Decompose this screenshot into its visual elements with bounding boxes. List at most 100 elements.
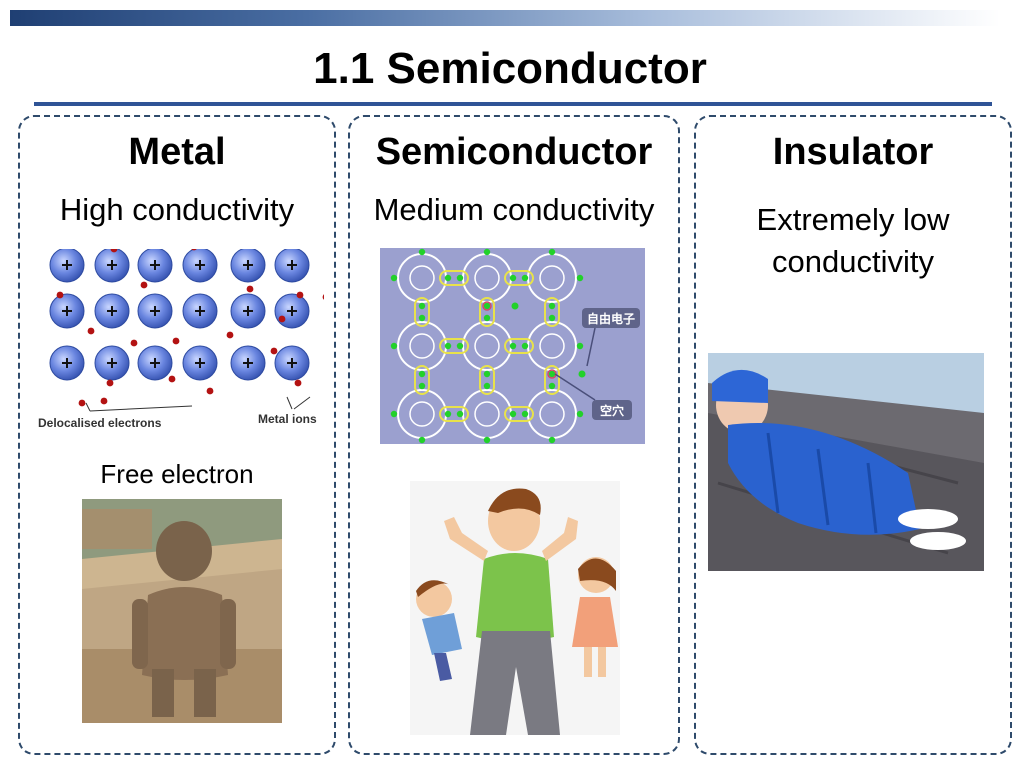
delocalised-electron-dots: [56, 249, 324, 407]
metal-panel: Metal High conductivity Delocalised elec…: [18, 115, 336, 755]
header-gradient-bar: [10, 10, 1000, 26]
hole-tag: [592, 400, 632, 420]
electrons-leader-line: [89, 405, 193, 412]
electron-dot: [100, 397, 108, 405]
insulator-title: Insulator: [772, 131, 934, 173]
covalent-bond-v: [414, 297, 430, 327]
covalent-bond-h: [439, 270, 469, 286]
insulator-description-line-1: Extremely low: [756, 202, 950, 237]
bond-electron: [509, 410, 517, 418]
silicon-atom-core: [474, 333, 500, 359]
swaddled-baby-photo: [708, 353, 984, 571]
bond-electron: [418, 370, 426, 378]
silicon-atom-core: [474, 401, 500, 427]
electron-dot: [168, 375, 176, 383]
bond-electron: [521, 342, 529, 350]
electron-dot: [270, 347, 278, 355]
electron-dot: [140, 281, 148, 289]
insulator-description-line-2: conductivity: [772, 244, 934, 279]
electron-dot: [106, 379, 114, 387]
metal-ion-grid: [49, 249, 310, 381]
edge-electron: [576, 274, 584, 282]
title-underline: [34, 102, 992, 106]
edge-electron: [390, 410, 398, 418]
bond-electron: [483, 382, 491, 390]
electron-dot: [172, 337, 180, 345]
metal-description: High conductivity: [59, 192, 295, 227]
silicon-atom-core: [474, 265, 500, 291]
covalent-bond-h: [439, 338, 469, 354]
covalent-bond-v: [479, 297, 495, 327]
edge-electron: [548, 248, 556, 256]
electron-dot: [56, 291, 64, 299]
silicon-atom-core: [539, 265, 565, 291]
covalent-bond-h: [439, 406, 469, 422]
electron-dot: [206, 387, 214, 395]
edge-electron: [576, 342, 584, 350]
bond-electron: [483, 302, 491, 310]
edge-electron: [418, 248, 426, 256]
electron-dot: [294, 379, 302, 387]
silicon-lattice-diagram: 自由电子 空穴: [380, 248, 645, 444]
bond-electron: [418, 314, 426, 322]
edge-electron: [483, 248, 491, 256]
bond-electron: [548, 314, 556, 322]
electron-dot: [191, 249, 197, 251]
electron-dot: [87, 327, 95, 335]
electron-dot: [296, 291, 304, 299]
edge-electron: [483, 436, 491, 444]
electron-dot: [110, 249, 118, 253]
electron-dot: [130, 339, 138, 347]
ions-leader-line: [286, 396, 293, 410]
free-electron-pointer: [586, 327, 596, 367]
free-electron-dot-2: [578, 370, 586, 378]
metal-ions-label: Metal ions: [258, 412, 317, 426]
metal-title: Metal: [128, 131, 226, 173]
covalent-bond-v: [544, 297, 560, 327]
bond-electron: [483, 314, 491, 322]
bond-electron: [521, 274, 529, 282]
electron-dot: [278, 315, 286, 323]
covalent-bond-h: [504, 338, 534, 354]
hole-ring: [482, 301, 492, 311]
bond-electron: [418, 302, 426, 310]
free-electron-tag: [582, 308, 640, 328]
slide-title: 1.1 Semiconductor: [313, 44, 707, 93]
free-electron-dot: [511, 302, 519, 310]
metallic-bond-diagram: Delocalised electrons Metal ions: [38, 249, 324, 430]
edge-electron: [548, 436, 556, 444]
bond-electron: [548, 382, 556, 390]
electrons-leader-line-2: [85, 402, 91, 412]
bond-electron: [483, 370, 491, 378]
covalent-bond-v: [479, 365, 495, 395]
electron-dot: [226, 331, 234, 339]
electron-dot: [246, 285, 254, 293]
bond-electron: [444, 342, 452, 350]
father-children-cartoon: [410, 481, 620, 735]
silicon-atom-core: [409, 401, 435, 427]
bond-electron: [509, 342, 517, 350]
silicon-atom-core: [409, 265, 435, 291]
semiconductor-title: Semiconductor: [375, 131, 653, 173]
bond-electron: [456, 342, 464, 350]
bond-electron: [456, 274, 464, 282]
free-electron-label: 自由电子: [587, 311, 635, 326]
covalent-bond-h: [504, 270, 534, 286]
covalent-bond-h: [504, 406, 534, 422]
bond-electron: [509, 274, 517, 282]
edge-electron: [576, 410, 584, 418]
mud-child-photo: [82, 499, 282, 723]
electron-dot: [78, 399, 86, 407]
free-electron-caption: Free electron: [100, 459, 254, 489]
insulator-panel: Insulator Extremely low conductivity: [694, 115, 1012, 755]
bond-electron: [444, 410, 452, 418]
covalent-bond-lattice: [390, 248, 584, 444]
hole-label: 空穴: [600, 403, 624, 418]
edge-electron: [418, 436, 426, 444]
ions-leader-line-2: [293, 396, 311, 410]
silicon-atom-core: [539, 333, 565, 359]
covalent-bond-v: [414, 365, 430, 395]
bond-electron: [444, 274, 452, 282]
electron-dot: [322, 294, 324, 300]
covalent-bond-v: [544, 365, 560, 395]
